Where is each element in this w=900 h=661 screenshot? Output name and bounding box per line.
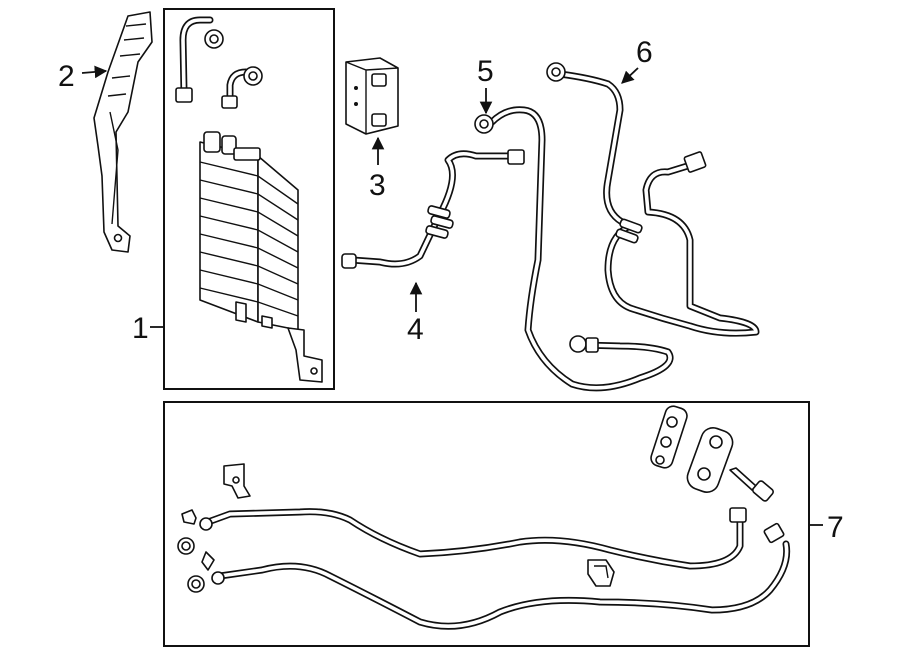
callout-2: 2 (58, 60, 75, 93)
cooler-tube-part-5[interactable] (474, 106, 674, 392)
cooler-hose-part-4[interactable] (341, 149, 525, 269)
cooler-inlet-fitting-lower[interactable] (221, 66, 263, 109)
cooler-assembly-box (163, 8, 335, 390)
callout-4: 4 (407, 313, 424, 346)
cooler-inlet-fitting-upper[interactable] (175, 16, 224, 103)
cooler-tube-part-6[interactable] (546, 62, 760, 337)
fitting-gasket[interactable] (649, 404, 689, 470)
adapter-block-part-3[interactable] (345, 57, 399, 135)
cooler-lines-kit-box (163, 401, 810, 647)
callout-5: 5 (477, 55, 494, 88)
line-retainer-clip[interactable] (587, 559, 615, 587)
fitting-connector-block[interactable] (684, 424, 736, 495)
leader-line-2 (81, 65, 108, 79)
mounting-bracket-small[interactable] (223, 463, 251, 499)
bracket-part-2[interactable] (93, 11, 153, 253)
retaining-clip-lower[interactable] (201, 551, 215, 571)
callout-7: 7 (827, 511, 844, 544)
cooler-line-lower[interactable] (211, 522, 791, 630)
o-ring-seal-lower[interactable] (187, 575, 205, 593)
callout-3: 3 (369, 169, 386, 202)
callout-1: 1 (132, 312, 149, 345)
leader-line-6 (621, 67, 639, 84)
callout-6: 6 (636, 36, 653, 69)
o-ring-seal-upper[interactable] (177, 537, 195, 555)
transmission-oil-cooler[interactable] (199, 131, 323, 383)
cooler-line-upper[interactable] (199, 507, 747, 570)
retaining-clip-upper[interactable] (181, 509, 197, 525)
fitting-bolt[interactable] (729, 467, 774, 502)
